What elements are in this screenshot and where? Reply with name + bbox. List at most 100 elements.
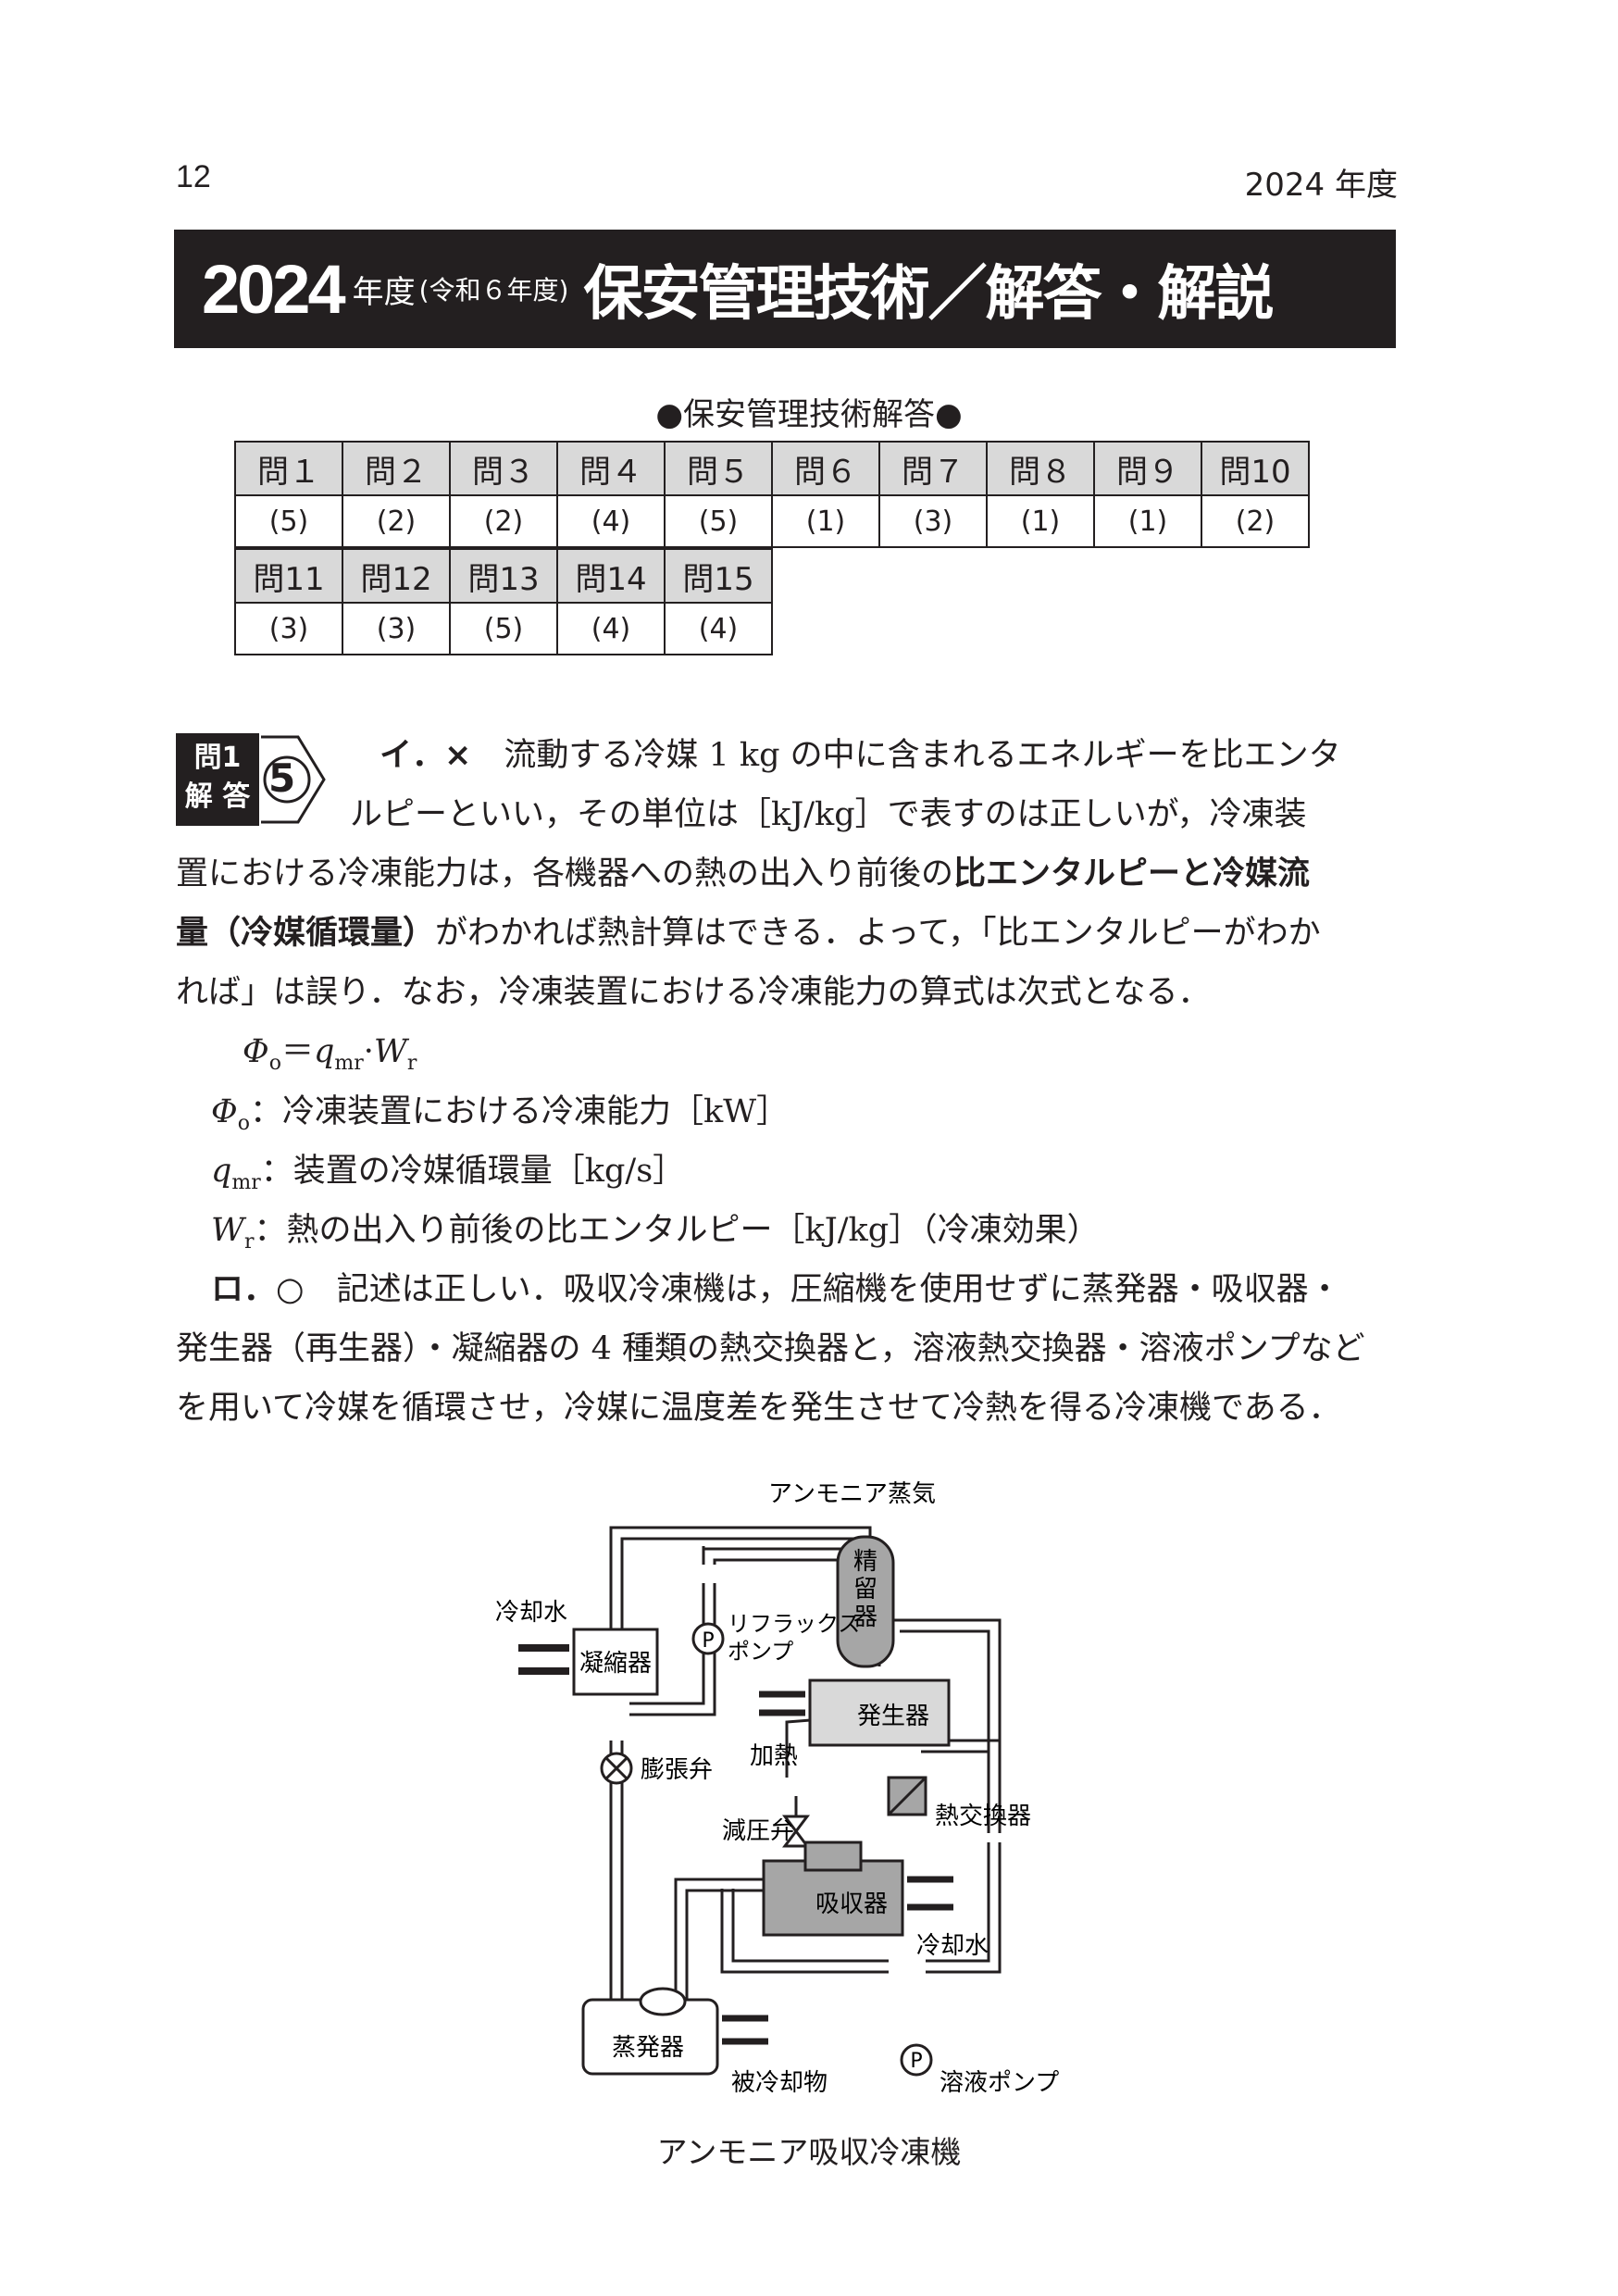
reflux-pump-icon (691, 1622, 725, 1655)
heat-exchanger-label: 熱交換器 (935, 1803, 1031, 1830)
q1-text: 流動する冷媒 1 kg の中に含まれるエネルギーを比エンタ (504, 737, 1341, 774)
q1-ro-line-1: ロ．○ 記述は正しい．吸収冷凍機は，圧縮機を使用せずに蒸発器・吸収器・ (211, 1263, 1341, 1310)
answer-value: (5) (664, 494, 773, 548)
formula-main: Φo＝qmr·Wr (243, 1025, 417, 1075)
answers-heading: ●保安管理技術解答● (655, 396, 963, 433)
q1-emphasis: 量（冷媒循環量） (176, 915, 436, 952)
q1-text: 置における冷凍能力は，各機器への熱の出入り前後の (176, 855, 954, 892)
answer-value: (5) (234, 494, 343, 548)
heating-arrows (759, 1691, 805, 1716)
definition-text: ：熱の出入り前後の比エンタルピー［kJ/kg］（冷凍効果） (254, 1212, 1100, 1249)
ammonia-absorption-diagram: 精 留 器 アンモニア蒸気 凝縮器 冷却水 P リフラックス ポンプ 発生器 加… (495, 1480, 1059, 2097)
rectifier-label-2: 留 (853, 1576, 877, 1603)
q1-line-5: れば」は誤り．なお，冷凍装置における冷凍能力の算式は次式となる． (176, 974, 1211, 1011)
q1-line-2: ルピーといい，その単位は［kJ/kg］で表すのは正しいが，冷凍装 (350, 796, 1307, 833)
badge-answer-label: 解 答 (184, 780, 251, 813)
title-reiwa: (令和６年度) (418, 275, 569, 306)
question-label: 問５ (664, 441, 773, 496)
q1-line-3: 置における冷凍能力は，各機器への熱の出入り前後の比エンタルピーと冷媒流 (176, 847, 1310, 894)
definition-text: ：装置の冷媒循環量［kg/s］ (260, 1153, 686, 1190)
rectifier-label-3: 器 (853, 1603, 877, 1631)
title-year: 2024 (202, 250, 346, 328)
question-label: 問４ (556, 441, 666, 496)
badge-arrow-icon (261, 735, 326, 824)
answer-value: (4) (556, 602, 666, 655)
phi-symbol: Φ (211, 1093, 238, 1130)
definition-w: Wr：熱の出入り前後の比エンタルピー［kJ/kg］（冷凍効果） (211, 1204, 1100, 1254)
subscript: mr (334, 1052, 364, 1075)
diagram-caption: アンモニア吸収冷凍機 (656, 2134, 962, 2170)
pressure-valve-label: 減圧弁 (722, 1817, 794, 1845)
running-header-year: 2024 年度 (1244, 167, 1398, 204)
question-label: 問７ (878, 441, 988, 496)
condenser-label: 凝縮器 (579, 1650, 652, 1678)
answer-value: (1) (771, 494, 880, 548)
subscript: r (406, 1052, 417, 1075)
solution-pump-icon (900, 2043, 933, 2077)
item-i-mark: イ．× (380, 737, 472, 774)
w-symbol: W (373, 1033, 407, 1070)
reflux-pump-label-2: ポンプ (728, 1639, 793, 1665)
phi-symbol: Φ (243, 1033, 269, 1070)
equals: ＝ (280, 1033, 314, 1070)
answer-value: (1) (986, 494, 1095, 548)
question-label: 問10 (1201, 441, 1310, 496)
cooled-object-label: 被冷却物 (731, 2069, 828, 2097)
section-title-bar: 2024 年度 (令和６年度) 保安管理技術／解答・解説 (174, 230, 1396, 348)
page-number: 12 (176, 159, 211, 194)
answer-table-2: 問11 問12 問13 問14 問15 (3) (3) (5) (4) (4) (234, 548, 773, 655)
reflux-pump-p: P (702, 1629, 714, 1653)
cooled-object-arrows (722, 2015, 768, 2045)
heating-label: 加熱 (750, 1742, 798, 1770)
answer-value: (5) (449, 602, 558, 655)
q-symbol: q (211, 1153, 232, 1190)
question-label: 問13 (449, 548, 558, 604)
subscript: o (268, 1052, 281, 1075)
definition-q: qmr：装置の冷媒循環量［kg/s］ (211, 1144, 685, 1194)
answer-value: (4) (664, 602, 773, 655)
title-nendo: 年度 (352, 273, 416, 311)
q-symbol: q (313, 1033, 335, 1070)
reflux-pump-label-1: リフラックス (728, 1611, 860, 1637)
question-label: 問11 (234, 548, 343, 604)
q1-text: がわかれば熱計算はできる．よって，「比エンタルピーがわか (435, 915, 1321, 952)
w-symbol: W (211, 1212, 244, 1249)
badge-question: 問1 (193, 742, 242, 774)
rectifier-shape (836, 1535, 895, 1668)
solution-pump-p: P (910, 2050, 922, 2073)
absorber-label: 吸収器 (815, 1890, 888, 1918)
generator-shape (808, 1678, 951, 1747)
question-label: 問14 (556, 548, 666, 604)
cooling-water-bottom-arrows (907, 1876, 953, 1911)
absorber-shape (762, 1859, 904, 1937)
rectifier-label-1: 精 (853, 1548, 877, 1576)
question-label: 問３ (449, 441, 558, 496)
evaporator-label: 蒸発器 (612, 2034, 684, 2062)
expansion-valve-label: 膨張弁 (641, 1756, 713, 1784)
ro-text: 記述は正しい．吸収冷凍機は，圧縮機を使用せずに蒸発器・吸収器・ (336, 1271, 1341, 1308)
q1-line-4: 量（冷媒循環量）がわかれば熱計算はできる．よって，「比エンタルピーがわか (176, 906, 1321, 954)
item-ro-mark: ロ．○ (211, 1271, 305, 1308)
condenser-shape (572, 1628, 659, 1696)
subscript: mr (231, 1171, 261, 1194)
cooling-water-top-arrows (518, 1644, 569, 1675)
solution-pump-label: 溶液ポンプ (940, 2069, 1059, 2097)
answer-table-1: 問１ 問２ 問３ 問４ 問５ 問６ 問７ 問８ 問９ 問10 (5) (2) (… (234, 441, 1310, 548)
dot: · (363, 1033, 374, 1070)
answer-value: (2) (449, 494, 558, 548)
question-label: 問２ (342, 441, 451, 496)
q1-ro-line-2: 発生器（再生器）・凝縮器の 4 種類の熱交換器と，溶液熱交換器・溶液ポンプなど (176, 1330, 1365, 1367)
cooling-water-top-label: 冷却水 (495, 1599, 567, 1627)
question-label: 問15 (664, 548, 773, 604)
definition-phi: Φo：冷凍装置における冷凍能力［kW］ (211, 1085, 789, 1135)
badge-label-box: 問1 解 答 (176, 733, 259, 826)
answer-value: (2) (342, 494, 451, 548)
definition-text: ：冷凍装置における冷凍能力［kW］ (249, 1093, 790, 1130)
question-label: 問１ (234, 441, 343, 496)
pressure-valve-icon (782, 1815, 810, 1848)
ammonia-vapor-label: アンモニア蒸気 (768, 1480, 936, 1508)
title-main: 保安管理技術／解答・解説 (583, 260, 1274, 329)
question-label: 問９ (1093, 441, 1202, 496)
question-label: 問12 (342, 548, 451, 604)
answer-value: (2) (1201, 494, 1310, 548)
